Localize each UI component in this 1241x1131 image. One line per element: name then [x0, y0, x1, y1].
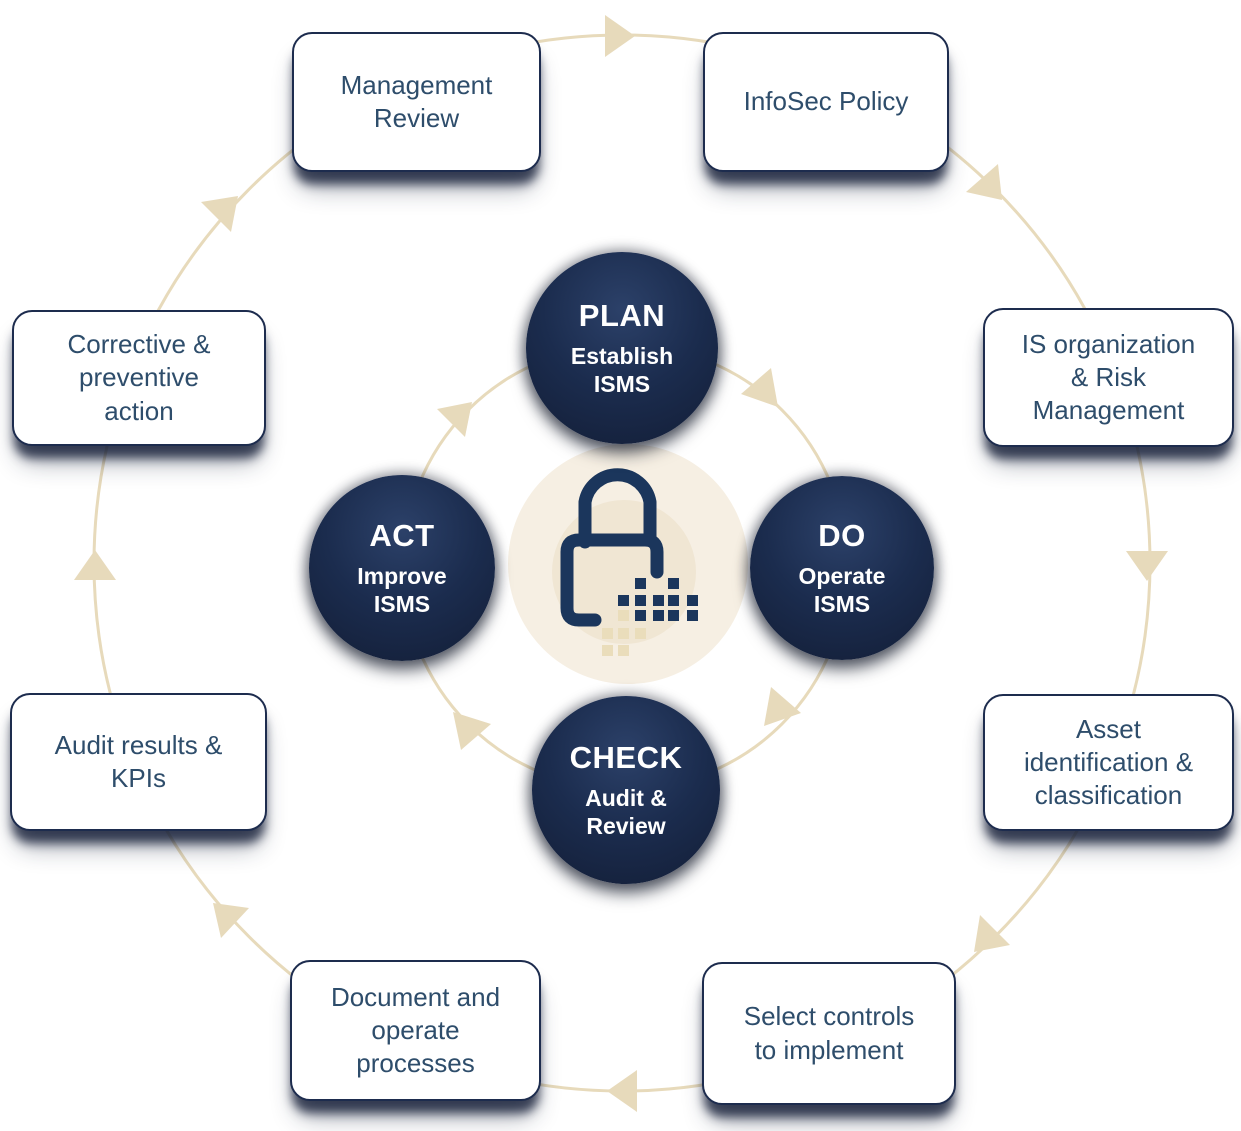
stage-label: Asset identification & classification	[1023, 713, 1194, 811]
stage-label: Select controls to implement	[743, 1001, 915, 1065]
stage-box-select-controls: Select controls to implement	[702, 962, 956, 1105]
flow-arrow-left-icon	[74, 550, 116, 580]
cycle-subtitle: Audit & Review	[585, 785, 667, 839]
stage-box-is-organization: IS organization & Risk Management	[983, 308, 1234, 447]
flow-arrow-bottom-icon	[607, 1070, 637, 1112]
flow-arrow-right-icon	[1126, 551, 1168, 581]
stage-box-audit-results: Audit results & KPIs	[10, 693, 267, 831]
cycle-circle-act: ACT Improve ISMS	[309, 475, 495, 661]
flow-arrow-bottom-right-icon	[974, 915, 1010, 952]
stage-box-infosec-policy: InfoSec Policy	[703, 32, 949, 172]
flow-arrow-top-icon	[605, 15, 635, 57]
stage-label: Document and operate processes	[330, 981, 501, 1079]
flow-arrow-top-right-icon	[966, 164, 1002, 200]
stage-box-document-processes: Document and operate processes	[290, 960, 541, 1101]
flow-arrow-bottom-left-icon	[213, 903, 249, 938]
cycle-subtitle: Improve ISMS	[357, 563, 447, 617]
cycle-circle-check: CHECK Audit & Review	[532, 696, 720, 884]
stage-label: Corrective & preventive action	[67, 329, 211, 426]
stage-label: IS organization & Risk Management	[1021, 328, 1196, 426]
cycle-title: CHECK	[569, 740, 683, 776]
flow-arrow-top-left-icon	[201, 196, 238, 232]
stage-box-corrective-action: Corrective & preventive action	[12, 310, 266, 446]
cycle-subtitle: Establish ISMS	[570, 343, 674, 397]
inner-flow-arrow-plan-do-icon	[741, 368, 778, 407]
pixel-squares-navy	[618, 578, 698, 621]
inner-flow-arrow-do-check-icon	[764, 687, 801, 726]
center-emblem	[508, 444, 748, 684]
cycle-title: DO	[818, 518, 866, 554]
cycle-circle-do: DO Operate ISMS	[750, 476, 934, 660]
inner-flow-arrow-act-plan-icon	[437, 402, 472, 437]
padlock-shackle	[578, 468, 657, 549]
inner-flow-arrow-check-act-icon	[453, 712, 491, 750]
stage-box-management-review: Management Review	[292, 32, 541, 172]
stage-box-asset-identification: Asset identification & classification	[983, 694, 1234, 831]
stage-label: Management Review	[340, 69, 493, 133]
cycle-title: PLAN	[578, 298, 666, 334]
pixel-squares-beige	[602, 610, 646, 656]
stage-label: Audit results & KPIs	[54, 729, 223, 793]
cycle-circle-plan: PLAN Establish ISMS	[526, 252, 718, 444]
cycle-title: ACT	[369, 518, 435, 554]
stage-label: InfoSec Policy	[743, 86, 909, 117]
padlock-dissolving-data-icon	[552, 468, 698, 656]
padlock-body	[560, 533, 664, 627]
cycle-subtitle: Operate ISMS	[798, 563, 886, 617]
